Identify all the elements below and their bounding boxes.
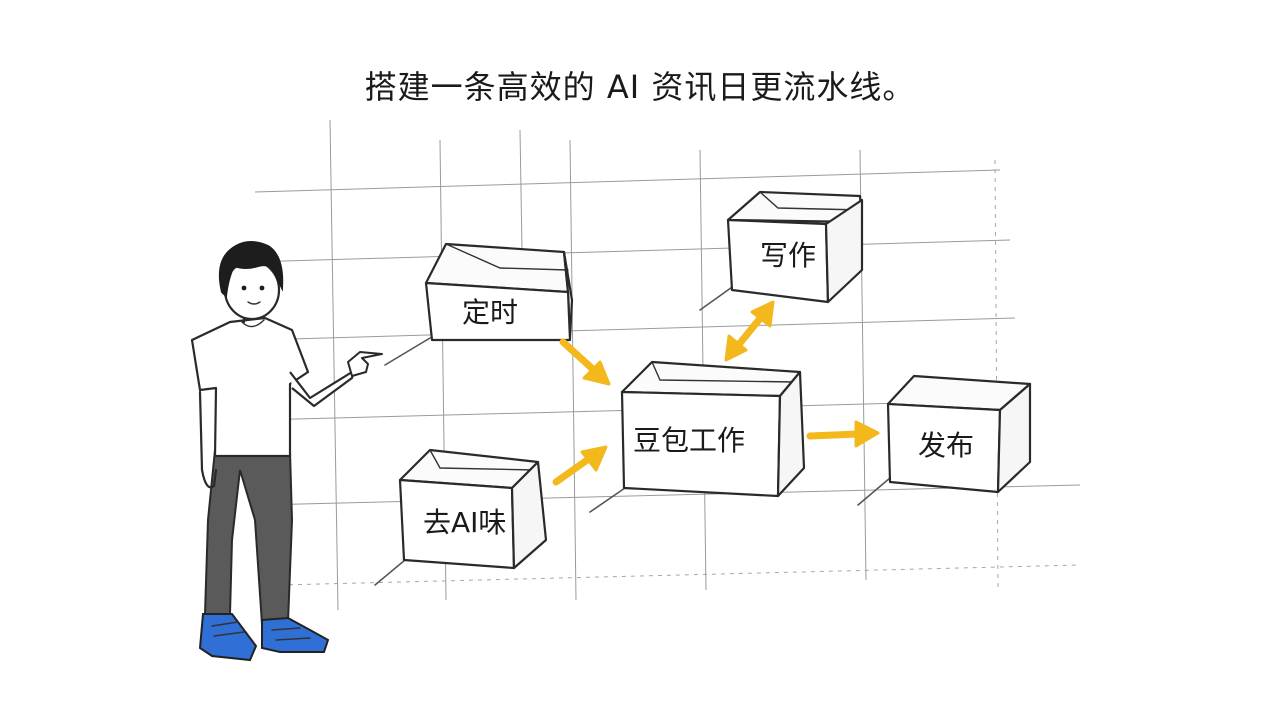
- box-timer: 定时: [384, 242, 574, 366]
- person-shoe-right: [261, 616, 330, 653]
- box-timer-label: 定时: [462, 296, 518, 329]
- box-publish-label: 发布: [918, 429, 974, 462]
- box-doubao: 豆包工作: [589, 360, 806, 513]
- person-hand: [347, 351, 383, 377]
- box-writing: 写作: [699, 190, 864, 311]
- person-pants: [203, 448, 294, 626]
- arrow-deai-to-doubao: [552, 445, 608, 486]
- arrow-timer-to-doubao: [559, 338, 611, 386]
- arrow-doubao-writing: [724, 300, 775, 362]
- arrow-doubao-to-publish: [806, 420, 880, 448]
- box-writing-label: 写作: [760, 239, 816, 272]
- person-shoe-left: [198, 613, 258, 662]
- page-title: 搭建一条高效的 AI 资讯日更流水线。: [364, 68, 916, 106]
- person-illustration: [190, 241, 383, 662]
- box-deai-label: 去AI味: [423, 506, 506, 539]
- box-doubao-label: 豆包工作: [633, 424, 745, 457]
- box-deai: 去AI味: [374, 448, 548, 586]
- person-shirt: [190, 316, 310, 458]
- box-publish: 发布: [857, 374, 1032, 506]
- person-hair: [218, 241, 284, 299]
